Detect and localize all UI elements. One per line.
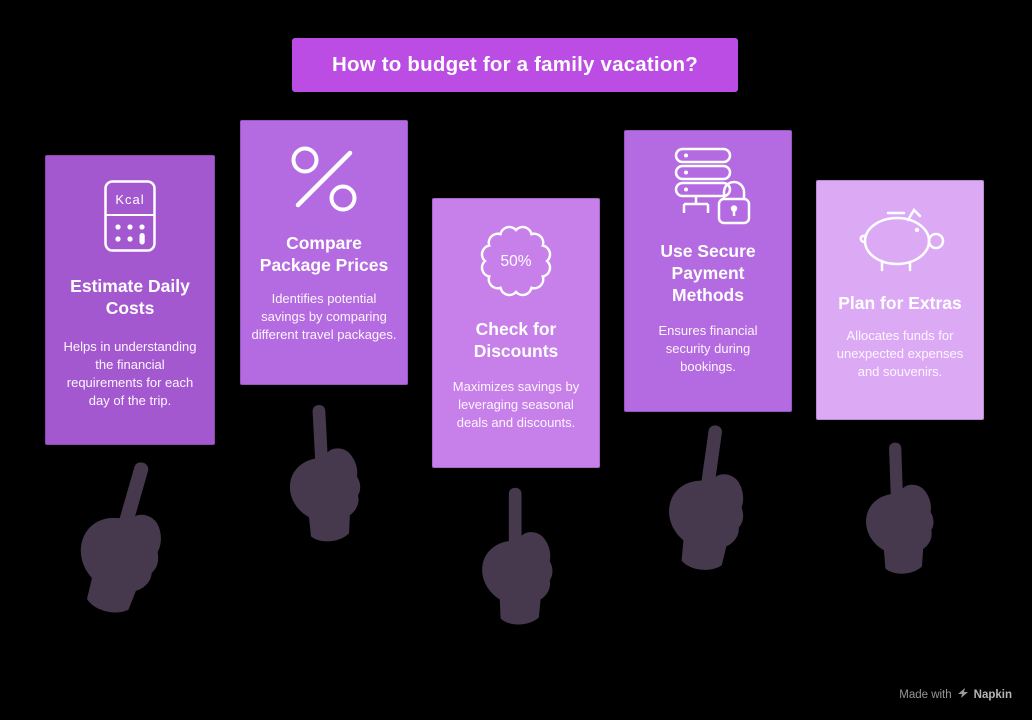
calculator-display-label: Kcal [115,192,144,207]
secure-payment-icon [625,145,791,231]
made-with-label: Made with [899,688,952,701]
napkin-logo-icon [957,687,969,702]
card-description: Identifies potential savings by comparin… [251,290,397,343]
page-title: How to budget for a family vacation? [332,53,698,76]
calculator-icon: Kcal [46,178,214,254]
card-use-secure-payment-methods: Use Secure Payment Methods Ensures finan… [624,130,792,412]
card-title: Estimate Daily Costs [70,276,190,318]
card-title: Use Secure Payment Methods [660,241,756,305]
napkin-brand: Napkin [973,688,1012,701]
card-compare-package-prices: Compare Package Prices Identifies potent… [240,120,408,385]
card-description: Helps in understanding the financial req… [63,338,197,409]
pointing-hand-icon [270,397,377,547]
card-plan-for-extras: Plan for Extras Allocates funds for unex… [816,180,984,420]
card-description: Maximizes savings by leveraging seasonal… [452,378,580,431]
pointing-hand-icon [467,483,567,628]
pointing-hand-icon [849,436,950,579]
card-description: Allocates funds for unexpected expenses … [836,327,964,380]
card-estimate-daily-costs: Kcal Estimate Daily Costs Helps in under… [45,155,215,445]
card-title: Check for Discounts [473,319,559,361]
discount-badge-icon: 50% [433,221,599,301]
card-title: Compare Package Prices [259,233,389,275]
title-banner: How to budget for a family vacation? [292,38,738,92]
pointing-hand-icon [48,443,201,630]
card-description: Ensures financial security during bookin… [658,322,758,374]
discount-badge-label: 50% [500,253,531,270]
pointing-hand-icon [645,413,771,580]
made-with-napkin: Made with Napkin [899,687,1012,702]
piggy-bank-icon [817,203,983,273]
card-title: Plan for Extras [838,293,962,313]
percent-icon [241,137,407,221]
card-check-for-discounts: 50% Check for Discounts Maximizes saving… [432,198,600,468]
